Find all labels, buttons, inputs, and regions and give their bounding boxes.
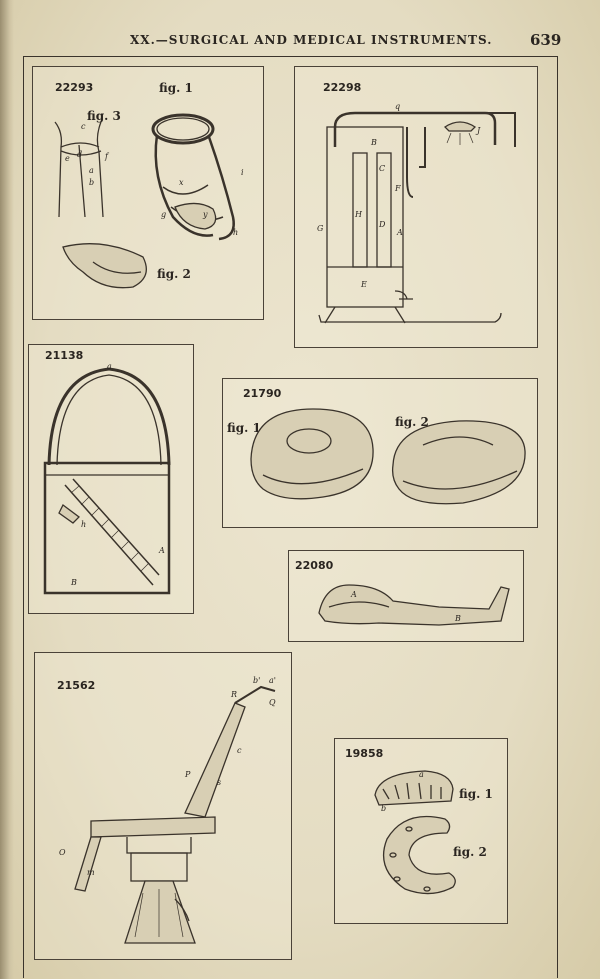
letter: J — [475, 126, 481, 135]
figure-label: fig. 3 — [87, 109, 121, 123]
letter: E — [360, 280, 367, 289]
running-title: XX.—SURGICAL AND MEDICAL INSTRUMENTS. — [130, 33, 493, 47]
letter: a' — [269, 676, 276, 685]
letter: C — [379, 164, 385, 173]
plate-number: 22293 — [55, 81, 94, 94]
plate-number: 22080 — [295, 559, 334, 572]
letter: a — [89, 166, 94, 175]
letter: P — [184, 770, 191, 779]
letter: H — [354, 210, 363, 219]
letter: a — [419, 770, 424, 779]
page-binding-edge — [0, 0, 14, 979]
letter: a — [107, 362, 112, 371]
letter: c — [237, 746, 242, 755]
plate-19858: 19858 fig. 1 fig. 2 a b — [334, 738, 508, 924]
pessary-rings-illustration — [250, 408, 526, 505]
plate-number: 19858 — [345, 747, 384, 760]
plate-number: 21562 — [57, 679, 96, 692]
letter: F — [394, 184, 401, 193]
letter: s — [217, 778, 221, 787]
bedpan-illustration: A B — [318, 584, 510, 626]
plate-number: 21138 — [45, 349, 84, 362]
letter: g — [161, 210, 166, 219]
letter: A — [158, 546, 165, 555]
letter: i — [241, 168, 244, 177]
plate-frame — [23, 56, 558, 978]
plate-21138: 21138 a h A B — [28, 344, 194, 614]
letter: c — [81, 122, 86, 131]
page-number: 639 — [530, 31, 562, 49]
letter: b' — [253, 676, 260, 685]
plate-21562: 21562 b' a' R Q c P s O m — [34, 652, 292, 960]
letter: b — [381, 804, 386, 813]
denture-illustration: a b — [374, 770, 456, 895]
plate-number: 22298 — [323, 81, 362, 94]
letter: f — [104, 152, 110, 161]
letter: A — [350, 590, 357, 599]
figure-label: fig. 1 — [227, 421, 261, 435]
letter: B — [70, 578, 77, 587]
figure-label: fig. 2 — [453, 845, 487, 859]
douche-apparatus-illustration: q B C F J G H D A E — [317, 102, 516, 324]
letter: G — [317, 224, 324, 233]
figure-label: fig. 2 — [395, 415, 429, 429]
letter: B — [454, 614, 461, 623]
letter: x — [179, 178, 184, 187]
plate-21790: 21790 fig. 1 fig. 2 — [222, 378, 538, 528]
letter: A — [396, 228, 403, 237]
cabinet-illustration: a h A B — [43, 362, 171, 595]
plate-number: 21790 — [243, 387, 282, 400]
page-header: XX.—SURGICAL AND MEDICAL INSTRUMENTS. 63… — [0, 30, 600, 52]
letter: m — [87, 868, 95, 877]
letter: Q — [269, 698, 276, 707]
letter: O — [59, 848, 66, 857]
letter: b — [89, 178, 94, 187]
letter: q — [395, 102, 400, 111]
letter: h — [233, 228, 238, 237]
letter: D — [378, 220, 386, 229]
figure-label: fig. 1 — [159, 81, 193, 95]
plate-22080: 22080 A B — [288, 550, 524, 642]
letter: B — [370, 138, 377, 147]
dental-chair-illustration: b' a' R Q c P s O m — [59, 676, 276, 944]
figure-label: fig. 1 — [459, 787, 493, 801]
letter: d — [77, 150, 82, 159]
truss-illustration: c d e f a b x y g h i — [54, 113, 244, 289]
letter: e — [65, 154, 70, 163]
plate-22293: 22293 fig. 1 fig. 3 fig. 2 c d e f a b x… — [32, 66, 264, 320]
letter: R — [230, 690, 237, 699]
letter: y — [202, 210, 208, 219]
figure-label: fig. 2 — [157, 267, 191, 281]
letter: h — [81, 520, 86, 529]
plate-22298: 22298 q B C F J G H D A — [294, 66, 538, 348]
